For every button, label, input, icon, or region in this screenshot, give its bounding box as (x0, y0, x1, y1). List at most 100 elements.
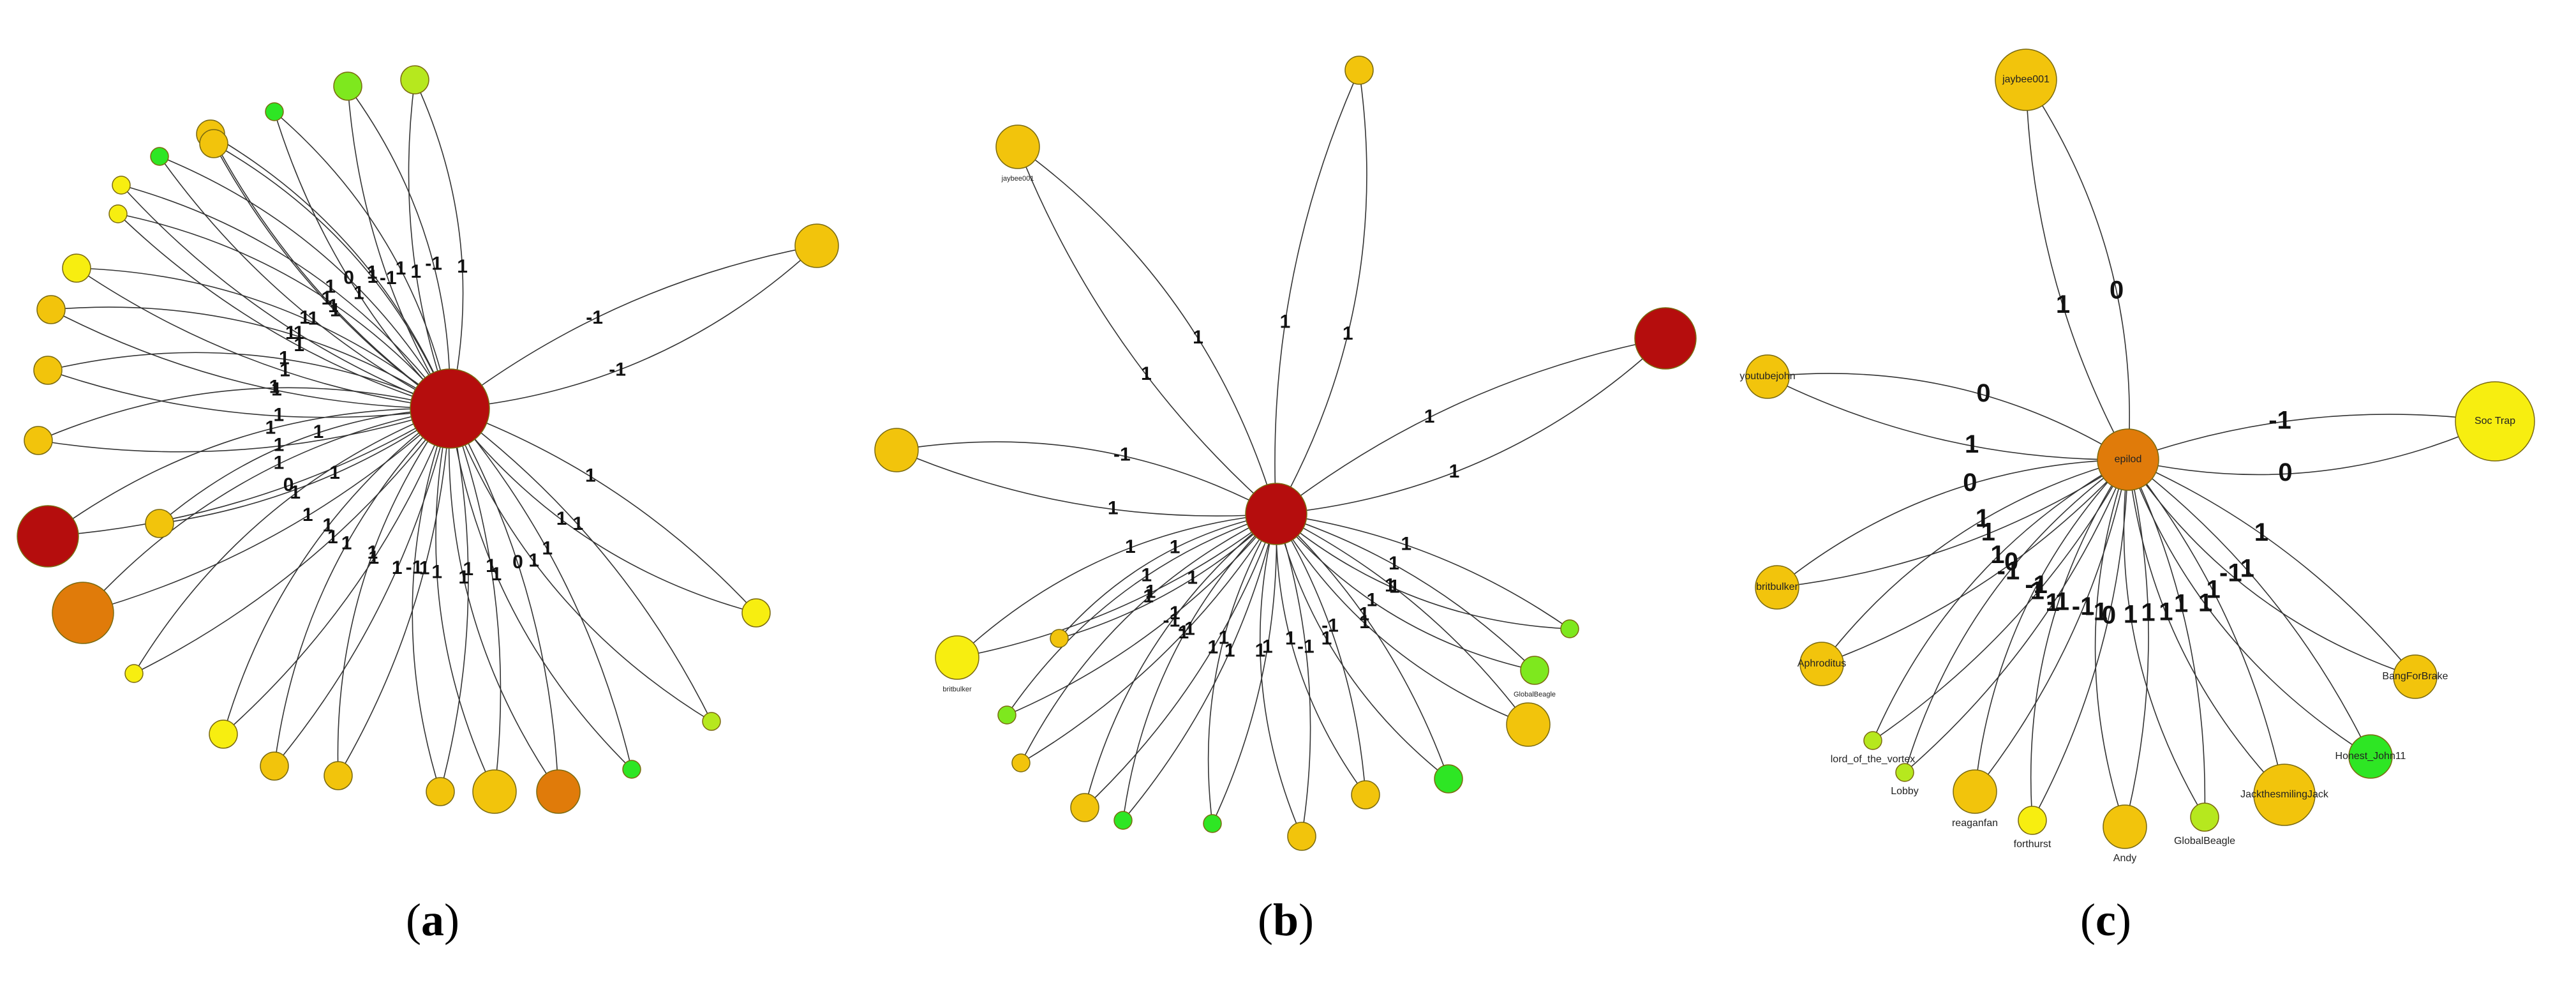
network-node (794, 223, 839, 268)
edge-label: 1 (556, 508, 567, 529)
node-label: GlobalBeagle (1514, 691, 1556, 698)
edge-label: 1 (274, 405, 285, 426)
network-edge (445, 407, 559, 792)
network-edge (896, 441, 1277, 515)
network-node (400, 65, 429, 94)
network-edge (1274, 513, 1449, 779)
edge-label: 1 (2159, 598, 2173, 626)
network-node (2455, 381, 2535, 462)
network-edge (274, 111, 450, 409)
node-label: reaganfan (1952, 818, 1998, 829)
edge-label: 1 (299, 307, 310, 328)
edge-label: 1 (2198, 589, 2212, 617)
edge-label: 1 (368, 547, 379, 568)
network-node (472, 769, 517, 814)
network-edge (1767, 373, 2129, 460)
network-edge (213, 143, 450, 409)
network-edge (1276, 70, 1367, 515)
network-node (260, 751, 289, 781)
network-node (17, 505, 79, 568)
edge-label: -1 (2268, 407, 2291, 435)
edge-label: 1 (302, 504, 313, 525)
network-node (997, 705, 1016, 725)
network-edge (2127, 414, 2496, 461)
edge-label: 1 (2206, 576, 2220, 604)
edge-label: -1 (2046, 587, 2069, 615)
network-edge (2127, 459, 2371, 757)
network-edge (2123, 458, 2205, 818)
edge-label: -1 (425, 253, 442, 275)
network-edge (1904, 458, 2129, 773)
network-node (145, 509, 174, 538)
edge-label: 1 (1141, 363, 1152, 384)
edge-label: -1 (2219, 559, 2242, 587)
edge-label: 1 (2046, 589, 2060, 617)
network-node (2103, 804, 2147, 849)
edge-label: 1 (1965, 430, 1979, 458)
network-node (702, 712, 721, 731)
edge-label: 1 (274, 435, 285, 456)
network-edge (1274, 513, 1311, 837)
network-node (1953, 769, 1997, 814)
panel-caption-a-letter: a (421, 894, 444, 945)
network-edge (338, 407, 453, 776)
network-edge (223, 408, 450, 735)
edge-label: 1 (1981, 518, 1995, 546)
node-label: JackthesmilingJack (2240, 789, 2329, 800)
network-node (2018, 806, 2047, 835)
network-edge (449, 407, 712, 722)
edge-label: 1 (1225, 640, 1235, 661)
network-edge (1212, 513, 1280, 824)
node-label: Honest_John11 (2335, 751, 2406, 762)
network-edge (2127, 458, 2371, 757)
network-node (108, 204, 128, 223)
edge-label: 1 (2141, 598, 2155, 626)
network-edge (2025, 79, 2129, 460)
network-edge (896, 449, 1277, 518)
network-node (1634, 307, 1697, 370)
network-edge (159, 156, 450, 409)
network-node (1245, 483, 1307, 545)
edge-label: 0 (512, 552, 523, 573)
network-edge (1872, 459, 2129, 741)
edge-label: -1 (406, 557, 423, 578)
network-node (1520, 656, 1549, 685)
edge-label: 1 (1343, 323, 1353, 344)
network-edge (1017, 146, 1277, 515)
edge-label: 0 (2110, 276, 2124, 304)
network-edge (38, 407, 451, 453)
edge-label: 1 (585, 465, 596, 486)
network-edge (117, 213, 450, 409)
network-node (62, 253, 91, 283)
network-node (2190, 802, 2219, 832)
panel-caption-c-letter: c (2096, 894, 2116, 945)
edge-label: 1 (396, 258, 406, 279)
network-edge (1821, 459, 2129, 665)
network-edge (2127, 421, 2496, 476)
network-edge (2124, 458, 2149, 827)
edge-label: 1 (410, 261, 421, 282)
node-label: Aphroditus (1798, 658, 1847, 669)
edge-label: -1 (609, 359, 626, 380)
network-edge (957, 511, 1277, 658)
edge-label: 1 (269, 377, 280, 398)
network-edge (1084, 513, 1277, 808)
network-edge (2125, 458, 2285, 795)
node-label: epilod (2115, 454, 2142, 465)
edge-label: 1 (1170, 537, 1180, 558)
edge-label: 1 (458, 567, 469, 588)
network-edge (1974, 459, 2129, 792)
network-edge (274, 111, 452, 410)
network-node (1011, 753, 1031, 772)
network-node (426, 777, 455, 806)
network-node (265, 102, 284, 121)
edge-label: 1 (279, 360, 290, 381)
network-edge (447, 407, 632, 770)
network-edge (1276, 513, 1570, 629)
network-edge (1767, 376, 2129, 463)
network-edge (435, 407, 495, 792)
network-edge (47, 352, 451, 409)
edge-label: 1 (1359, 612, 1370, 633)
network-edge (1006, 513, 1277, 716)
